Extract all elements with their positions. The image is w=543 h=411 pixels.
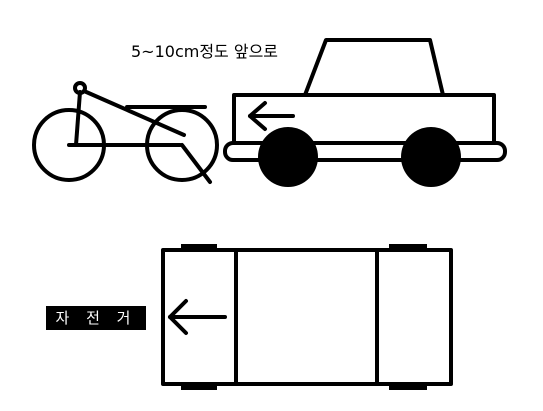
left-arrow-icon	[248, 101, 295, 131]
car-top-body	[161, 248, 453, 386]
car-roof	[303, 38, 445, 97]
car-top-view	[161, 248, 453, 386]
car-top-wheel-front-bottom	[181, 382, 217, 390]
car-front-wheel	[258, 127, 318, 187]
bicycle-fork	[180, 143, 212, 184]
distance-caption: 5~10cm정도 앞으로	[131, 42, 279, 61]
car-rear-wheel	[401, 127, 461, 187]
car-top-wheel-rear-top	[389, 244, 427, 252]
bicycle-side-view	[32, 81, 219, 184]
bicycle-label: 자 전 거	[46, 306, 146, 330]
bicycle-seat-tube	[74, 90, 82, 147]
bicycle-top-tube	[82, 89, 186, 137]
car-top-wheel-rear-bottom	[389, 382, 427, 390]
car-top-wheel-front-top	[181, 244, 217, 252]
left-arrow-icon	[168, 299, 227, 335]
